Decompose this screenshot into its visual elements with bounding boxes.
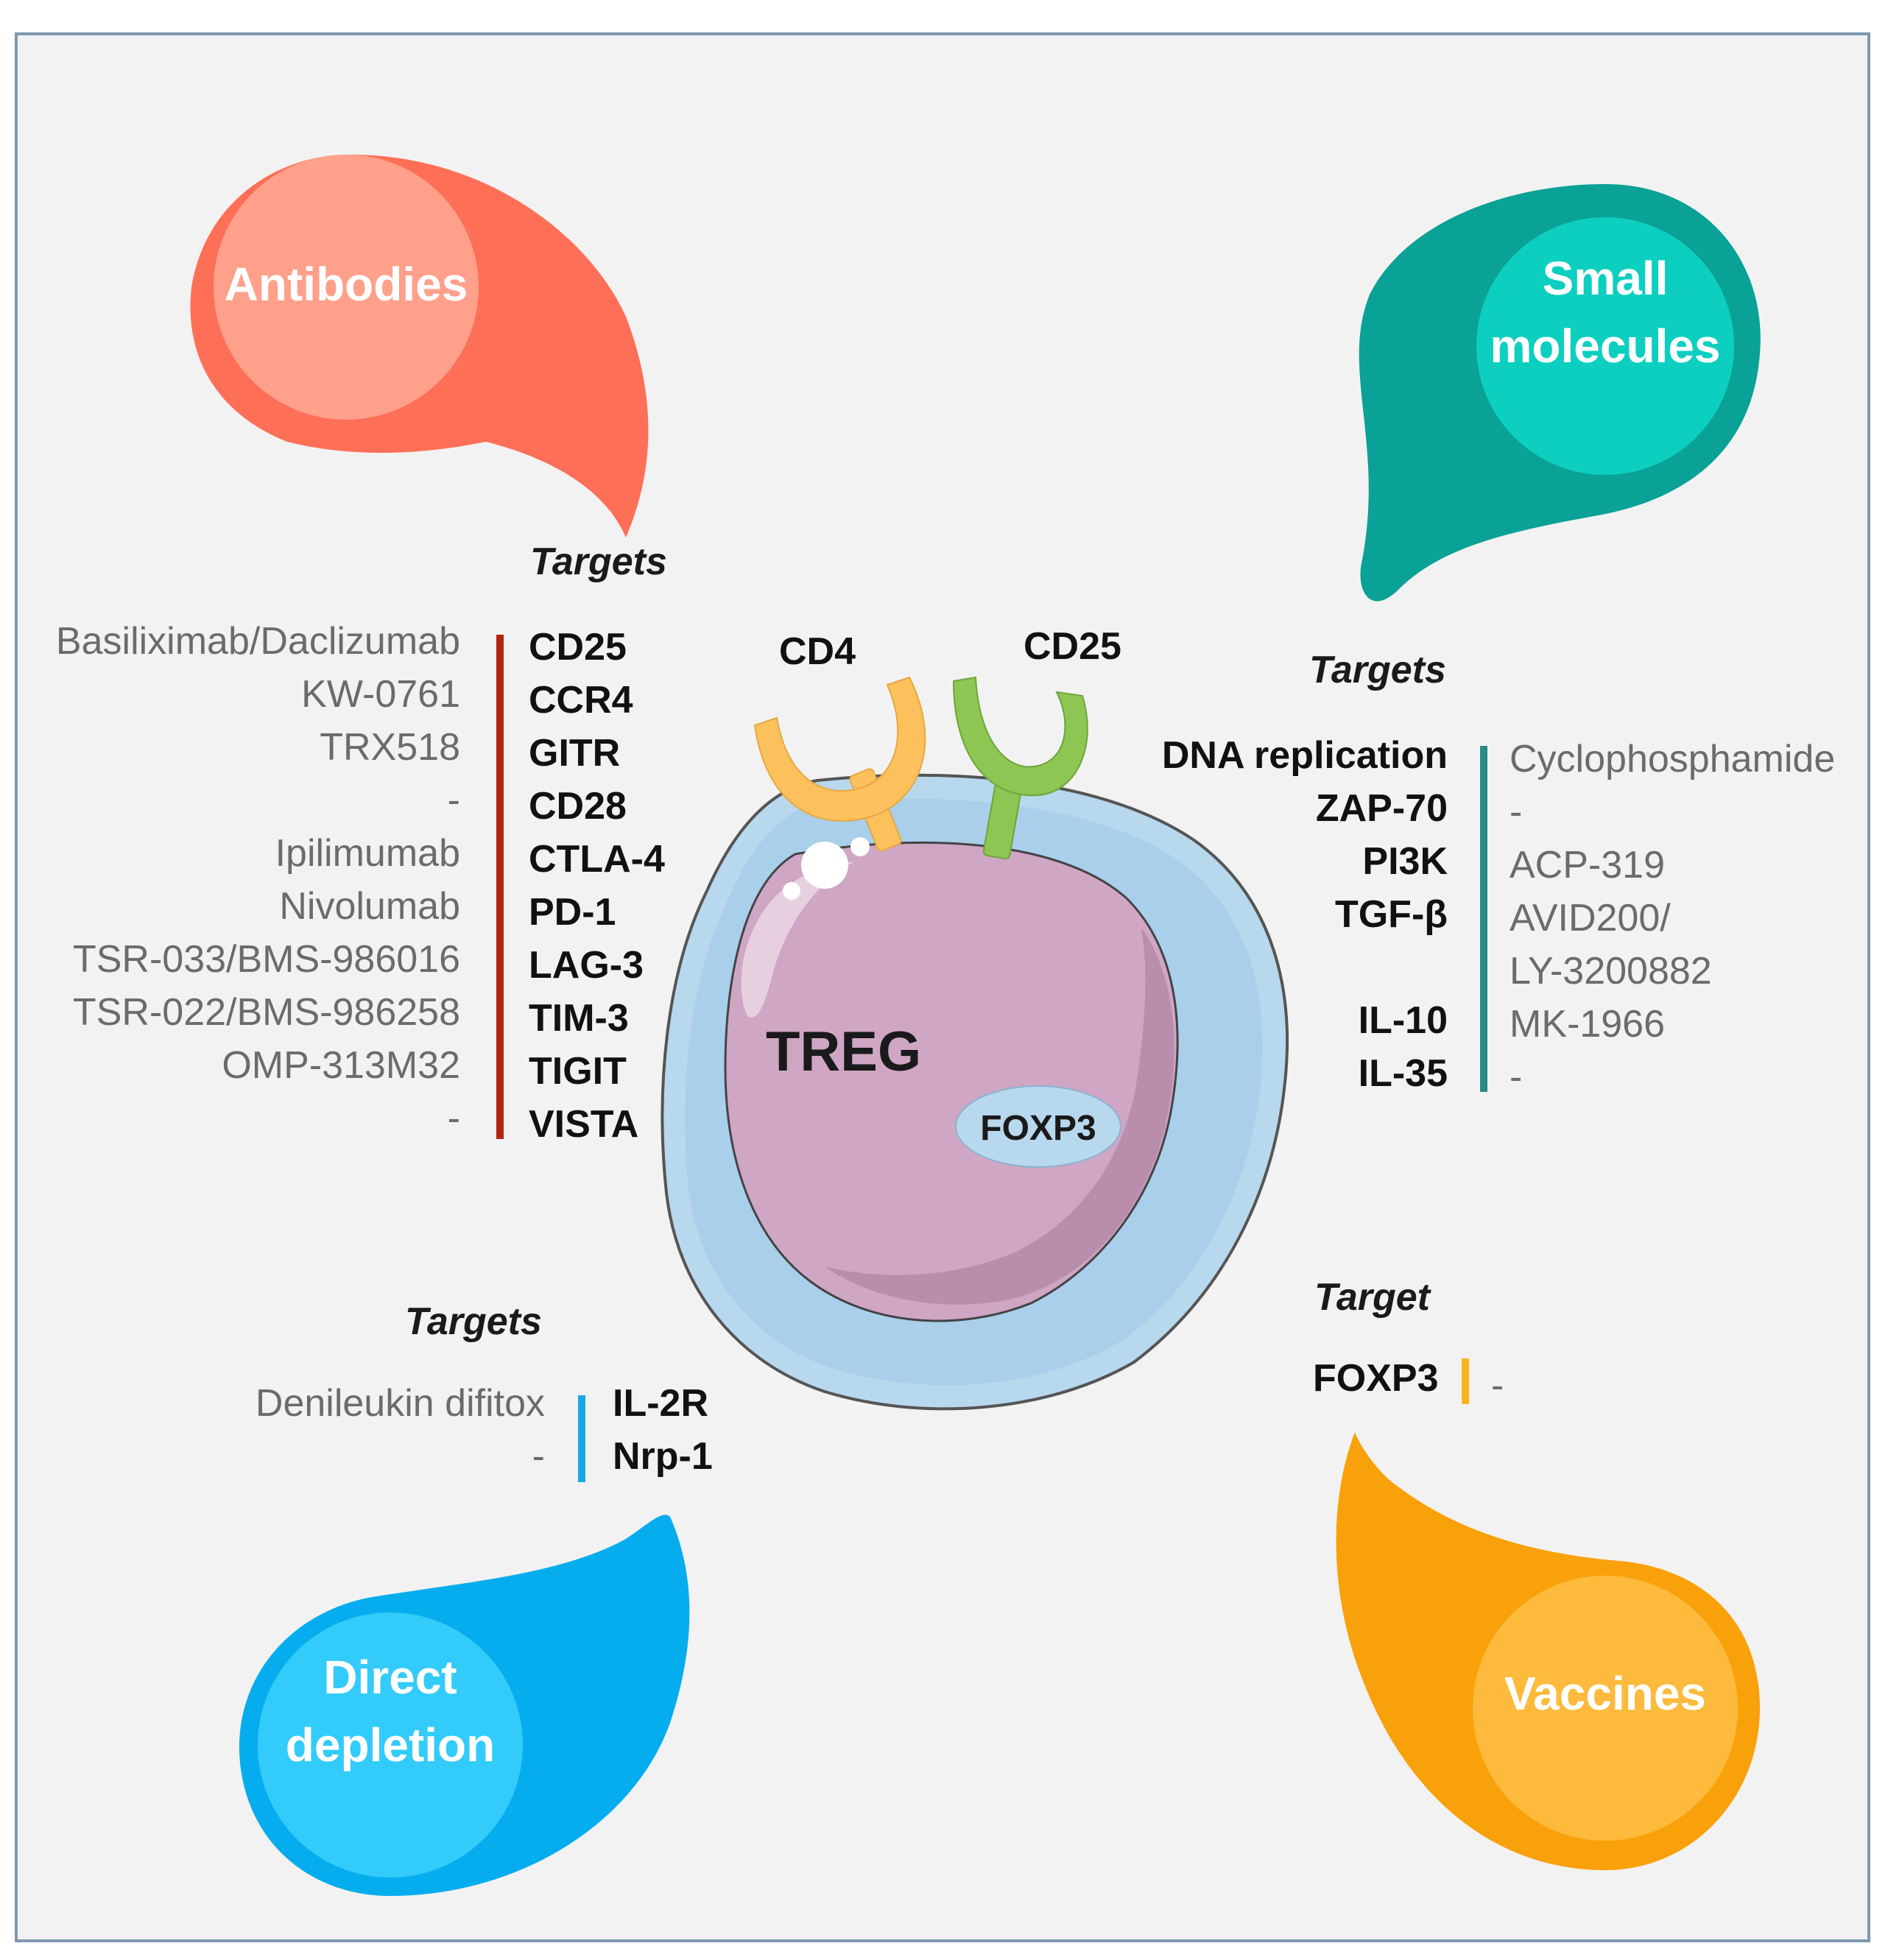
antibodies-target-item: TIM-3 xyxy=(529,997,629,1040)
antibodies-target-item: VISTA xyxy=(529,1103,639,1146)
vaccines-bar xyxy=(1462,1358,1469,1404)
small-molecules-drug-item: Cyclophosphamide xyxy=(1510,738,1836,780)
direct-depletion-drug-item: Denileukin difitox xyxy=(255,1382,545,1425)
small-molecules-target-item: IL-35 xyxy=(1358,1052,1448,1095)
antibodies-drug-item: OMP-313M32 xyxy=(222,1044,460,1087)
foxp3-nucleus-badge xyxy=(955,1085,1121,1168)
small-molecules-target-list: DNA replication ZAP-70 PI3K TGF-β IL-10 … xyxy=(1105,729,1448,1100)
small-molecules-bar xyxy=(1480,746,1487,1092)
small-molecules-drug-item: LY-3200882 xyxy=(1510,950,1712,993)
small-molecules-drug-item: - xyxy=(1510,1056,1523,1099)
antibodies-target-list: CD25 CCR4 GITR CD28 CTLA-4 PD-1 LAG-3 TI… xyxy=(529,621,665,1151)
small-molecules-drug-list: Cyclophosphamide - ACP-319 AVID200/ LY-3… xyxy=(1510,733,1835,1104)
small-molecules-drug-item: - xyxy=(1510,791,1523,833)
antibodies-drug-item: TRX518 xyxy=(320,726,460,769)
vesicle-large xyxy=(801,842,848,889)
direct-depletion-target-list: IL-2R Nrp-1 xyxy=(613,1377,713,1483)
vaccines-drop xyxy=(1336,1432,1760,1870)
antibodies-drug-item: - xyxy=(447,779,460,822)
antibodies-target-item: CD28 xyxy=(529,785,627,828)
antibodies-bar xyxy=(496,635,504,1139)
vaccines-label: Vaccines xyxy=(1504,1667,1706,1720)
antibodies-drug-item: TSR-022/BMS-986258 xyxy=(72,991,460,1034)
nucleus-shadow xyxy=(825,928,1174,1305)
small-molecules-target-item: IL-10 xyxy=(1358,999,1448,1042)
small-molecules-inner-circle xyxy=(1476,217,1734,475)
antibodies-target-item: TIGIT xyxy=(529,1050,627,1093)
small-molecules-drug-item: AVID200/ xyxy=(1510,897,1671,940)
small-molecules-target-item: ZAP-70 xyxy=(1315,787,1448,830)
antibodies-targets-heading: Targets xyxy=(530,540,667,583)
cd4-receptor-cup xyxy=(753,676,926,822)
direct-depletion-label: Direct depletion xyxy=(254,1643,526,1779)
antibodies-target-item: CTLA-4 xyxy=(529,838,665,881)
vaccines-drug-item: - xyxy=(1491,1364,1504,1407)
vaccines-target-heading: Target xyxy=(1314,1276,1430,1319)
direct-depletion-targets-heading: Targets xyxy=(405,1300,542,1343)
small-molecules-drug-item: ACP-319 xyxy=(1510,844,1665,886)
antibodies-drug-item: - xyxy=(447,1097,460,1140)
antibodies-inner-circle xyxy=(214,155,479,420)
small-molecules-target-item: TGF-β xyxy=(1334,893,1448,936)
cell-nucleus xyxy=(724,841,1179,1322)
cd4-receptor xyxy=(753,676,926,852)
antibodies-drug-item: Ipilimumab xyxy=(275,832,460,875)
cd25-receptor-label: CD25 xyxy=(1024,625,1121,668)
direct-depletion-label-line-1: Direct xyxy=(323,1651,457,1704)
vesicle-small-1 xyxy=(783,882,800,900)
direct-depletion-bar xyxy=(578,1395,585,1482)
direct-depletion-drug-list: Denileukin difitox - xyxy=(147,1377,545,1483)
antibodies-drug-item: Basiliximab/Daclizumab xyxy=(55,620,460,663)
antibodies-drug-list: Basiliximab/Daclizumab KW-0761 TRX518 - … xyxy=(15,615,460,1145)
treg-label: TREG xyxy=(766,1020,922,1083)
small-molecules-drug-item: MK-1966 xyxy=(1510,1003,1665,1046)
small-molecules-target-item xyxy=(1105,941,1448,994)
cd25-receptor-cup xyxy=(952,676,1088,797)
antibodies-drug-item: TSR-033/BMS-986016 xyxy=(72,938,460,981)
antibodies-target-item: PD-1 xyxy=(529,891,616,934)
direct-depletion-target-item: IL-2R xyxy=(613,1382,708,1425)
antibodies-drop xyxy=(190,155,649,537)
direct-depletion-label-line-2: depletion xyxy=(285,1718,496,1772)
antibodies-target-item: GITR xyxy=(529,732,621,775)
small-molecules-targets-heading: Targets xyxy=(1309,649,1446,691)
vaccines-target-item: FOXP3 xyxy=(1313,1357,1439,1400)
cd25-receptor xyxy=(952,676,1088,860)
antibodies-target-item: LAG-3 xyxy=(529,944,644,987)
direct-depletion-inner-circle xyxy=(258,1612,523,1878)
small-molecules-label-line-2: molecules xyxy=(1490,320,1721,373)
direct-depletion-target-item: Nrp-1 xyxy=(613,1435,713,1478)
foxp3-nucleus-label: FOXP3 xyxy=(980,1109,1096,1148)
antibodies-drug-item: KW-0761 xyxy=(301,673,460,716)
antibodies-target-item: CD25 xyxy=(529,626,627,669)
small-molecules-label-line-1: Small xyxy=(1542,252,1669,305)
antibodies-target-item: CCR4 xyxy=(529,679,633,722)
direct-depletion-drug-item: - xyxy=(532,1435,545,1478)
treg-cell xyxy=(661,773,1289,1411)
direct-depletion-drop xyxy=(239,1515,690,1896)
small-molecules-label: Small molecules xyxy=(1465,244,1745,380)
vesicle-small-2 xyxy=(850,837,870,856)
small-molecules-target-item: PI3K xyxy=(1362,840,1448,883)
antibodies-drug-item: Nivolumab xyxy=(279,885,460,928)
nucleus-highlight xyxy=(741,861,854,1018)
small-molecules-target-item: DNA replication xyxy=(1161,734,1448,777)
small-molecules-drop xyxy=(1359,184,1761,602)
vaccines-inner-circle xyxy=(1473,1576,1738,1841)
antibodies-label: Antibodies xyxy=(224,258,468,311)
cd4-receptor-label: CD4 xyxy=(779,630,856,673)
